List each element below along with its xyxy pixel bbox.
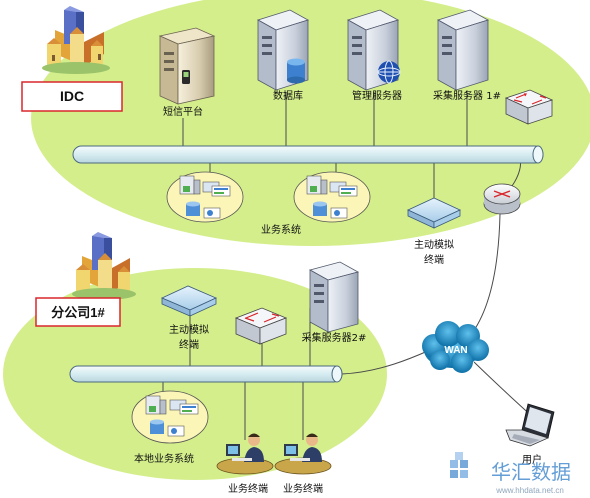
business-terminal-2-icon	[274, 433, 332, 475]
business-terminal-1-label: 业务终端	[228, 482, 268, 495]
branch-building-icon	[72, 232, 136, 300]
collect-server-1-icon	[436, 9, 490, 91]
active-terminal-2-label-line1: 主动模拟	[169, 323, 209, 336]
local-business-system-cluster	[131, 390, 209, 444]
business-system-cluster-2	[293, 171, 371, 223]
business-system-label: 业务系统	[261, 223, 301, 236]
sms-server-icon	[158, 27, 216, 105]
sms-platform-label: 短信平台	[163, 105, 203, 118]
collect-server-1-label: 采集服务器 1#	[433, 89, 501, 102]
database-server-icon	[256, 9, 310, 91]
idc-label: IDC	[60, 88, 84, 104]
links	[162, 92, 535, 440]
database-label: 数据库	[273, 89, 303, 102]
mgmt-server-label: 管理服务器	[352, 89, 402, 102]
business-terminal-1-icon	[216, 433, 274, 475]
wan-label: WAN	[444, 345, 467, 356]
active-terminal-1-label-line2: 终端	[424, 253, 444, 266]
idc-router-icon	[483, 183, 521, 215]
watermark-brand: 华汇数据	[491, 460, 571, 484]
business-system-cluster-1	[166, 171, 244, 223]
mgmt-server-icon	[346, 9, 401, 91]
watermark: 华汇数据 www.hhdata.net.cn	[450, 452, 571, 495]
user-laptop-icon	[505, 403, 555, 447]
branch-backbone-bus	[69, 365, 343, 383]
active-terminal-1-label-line1: 主动模拟	[414, 238, 454, 251]
wan-cloud-icon	[422, 321, 489, 373]
idc-label-box: IDC	[21, 81, 123, 112]
local-business-system-label: 本地业务系统	[134, 452, 194, 465]
user-label: 用户	[522, 453, 542, 466]
collect-server-2-icon	[308, 261, 360, 333]
branch-label-box: 分公司1#	[35, 297, 121, 327]
collect-server-2-label: 采集服务器2#	[302, 331, 367, 344]
branch-label: 分公司1#	[51, 305, 105, 320]
idc-building-icon	[42, 6, 110, 74]
active-terminal-2-label-line2: 终端	[179, 338, 199, 351]
active-terminal-2-icon	[161, 285, 217, 317]
watermark-url: www.hhdata.net.cn	[495, 486, 564, 495]
idc-backbone-bus	[72, 145, 544, 164]
watermark-logo	[450, 452, 468, 478]
business-terminal-2-label: 业务终端	[283, 482, 323, 495]
branch-switch-icon	[234, 307, 288, 345]
active-terminal-1-icon	[407, 197, 461, 229]
idc-switch-icon	[504, 89, 554, 125]
